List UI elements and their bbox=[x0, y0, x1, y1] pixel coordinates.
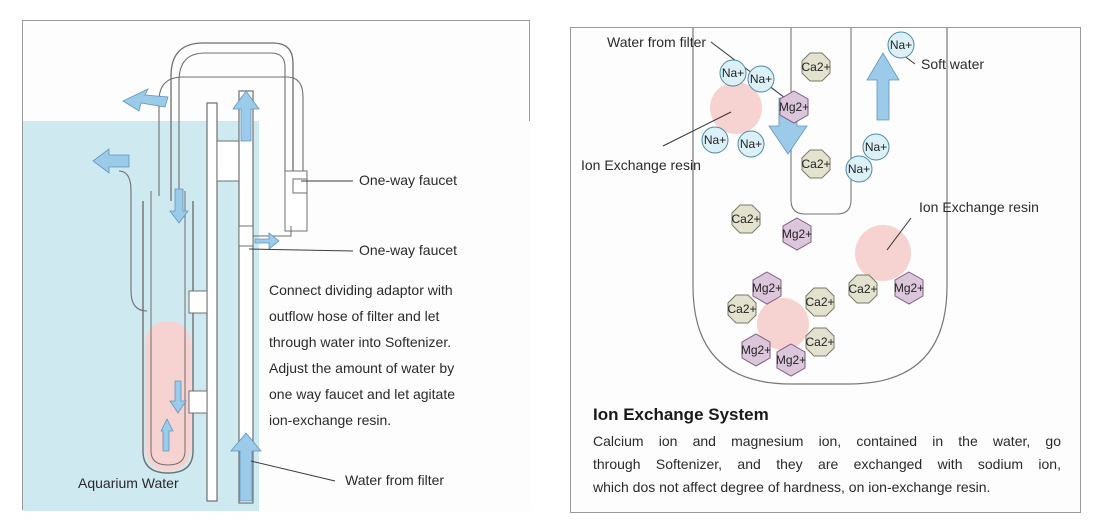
label-one-way-faucet-bottom: One-way faucet bbox=[359, 242, 458, 258]
softenizer-setup-panel: One-way faucet One-way faucet Water from… bbox=[22, 20, 531, 511]
instruction-line: Adjust the amount of water by bbox=[269, 360, 455, 376]
label-ion-exchange-resin-right: Ion Exchange resin bbox=[919, 199, 1039, 215]
sodium-ion-label: Na+ bbox=[721, 66, 745, 80]
calcium-ion bbox=[801, 52, 831, 82]
resin-bead bbox=[710, 82, 762, 134]
description-line: which dos not affect degree of hardness,… bbox=[593, 479, 991, 495]
ion-exchange-diagram bbox=[662, 28, 948, 385]
instruction-paragraph: Connect dividing adaptor with outflow ho… bbox=[269, 277, 521, 433]
calcium-ion-label: Ca2+ bbox=[805, 335, 835, 349]
sodium-ion-label: Na+ bbox=[889, 38, 913, 52]
sodium-ion-label: Na+ bbox=[847, 162, 871, 176]
magnesium-ion-label: Mg2+ bbox=[740, 343, 772, 357]
sodium-ion-label: Na+ bbox=[749, 72, 773, 86]
sodium-ion bbox=[719, 59, 747, 87]
label-ion-exchange-resin-left: Ion Exchange resin bbox=[581, 157, 701, 173]
sodium-ion-label: Na+ bbox=[739, 137, 763, 151]
magnesium-ion bbox=[741, 333, 771, 367]
magnesium-ion bbox=[779, 90, 809, 124]
label-water-from-filter: Water from filter bbox=[345, 472, 445, 488]
resin-bead bbox=[855, 225, 911, 281]
label-aquarium-water: Aquarium Water bbox=[78, 475, 179, 491]
sodium-ion bbox=[887, 31, 915, 59]
resin-chamber bbox=[145, 321, 191, 471]
calcium-ion bbox=[727, 294, 757, 324]
faucet-valve-bottom bbox=[238, 225, 254, 247]
description-paragraph: Calcium ion and magnesium ion, contained… bbox=[593, 430, 1061, 499]
section-heading: Ion Exchange System bbox=[593, 405, 769, 424]
calcium-ion bbox=[805, 327, 835, 357]
sodium-ion-label: Na+ bbox=[703, 133, 727, 147]
calcium-ion-label: Ca2+ bbox=[801, 157, 831, 171]
calcium-ion-label: Ca2+ bbox=[801, 60, 831, 74]
calcium-ion-label: Ca2+ bbox=[727, 302, 757, 316]
calcium-ion bbox=[731, 204, 761, 234]
sodium-ion bbox=[701, 126, 729, 154]
instruction-line: outflow hose of filter and let bbox=[269, 308, 440, 324]
magnesium-ion bbox=[776, 343, 806, 377]
instruction-line: one way faucet and let agitate bbox=[269, 386, 456, 402]
label-water-from-filter: Water from filter bbox=[607, 34, 707, 50]
arrow-soft-water-out bbox=[866, 52, 900, 121]
softenizer-diagram bbox=[23, 42, 531, 511]
label-one-way-faucet-top: One-way faucet bbox=[359, 172, 458, 188]
calcium-ion bbox=[801, 149, 831, 179]
sodium-ion-label: Na+ bbox=[864, 140, 888, 154]
description-line: Calcium ion and magnesium ion, contained… bbox=[593, 433, 1061, 449]
calcium-ion-label: Ca2+ bbox=[731, 212, 761, 226]
label-soft-water: Soft water bbox=[921, 56, 985, 72]
instruction-line: Connect dividing adaptor with bbox=[269, 282, 453, 298]
sodium-ion bbox=[845, 155, 873, 183]
magnesium-ion bbox=[782, 217, 812, 251]
sodium-ion bbox=[747, 65, 775, 93]
magnesium-ion-label: Mg2+ bbox=[893, 281, 925, 295]
magnesium-ion-label: Mg2+ bbox=[775, 353, 807, 367]
instruction-line: ion-exchange resin. bbox=[269, 412, 392, 428]
magnesium-ion bbox=[894, 271, 924, 305]
magnesium-ion-label: Mg2+ bbox=[781, 227, 813, 241]
description-line: through Softenizer, and they are exchang… bbox=[593, 456, 1061, 472]
calcium-ion-label: Ca2+ bbox=[848, 282, 878, 296]
resin-vessel bbox=[692, 28, 948, 385]
magnesium-ion-label: Mg2+ bbox=[778, 100, 810, 114]
ion-exchange-panel: Na+ Na+ Na+ Na+ Na+ Na+ Na+ Ca2+ Ca2+ Ca… bbox=[570, 27, 1081, 513]
magnesium-ion bbox=[752, 271, 782, 305]
sodium-ion bbox=[862, 133, 890, 161]
mounting-bracket bbox=[206, 102, 218, 502]
calcium-ion-label: Ca2+ bbox=[805, 295, 835, 309]
calcium-ion bbox=[848, 274, 878, 304]
instruction-line: through water into Softenizer. bbox=[269, 334, 452, 350]
sodium-ion bbox=[737, 130, 765, 158]
magnesium-ion-label: Mg2+ bbox=[751, 281, 783, 295]
resin-bead bbox=[757, 298, 809, 350]
faucet-valve-top bbox=[292, 178, 308, 194]
calcium-ion bbox=[805, 287, 835, 317]
inner-tube bbox=[790, 28, 852, 215]
